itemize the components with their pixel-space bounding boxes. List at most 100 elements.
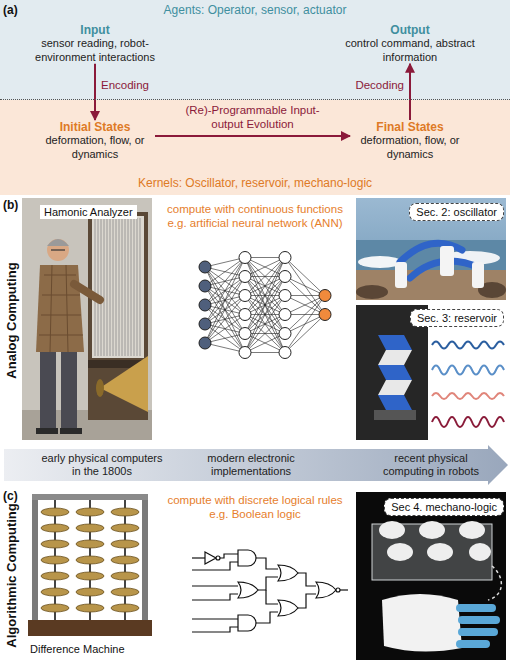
difference-engine-photo-part-part: [41, 572, 69, 580]
mechano-logic-photo-part-part: [456, 604, 496, 612]
network-connection: [245, 334, 285, 353]
harmonic-analyzer-photo: [22, 198, 152, 440]
node-body: sensor reading, robot-environment intera…: [20, 37, 170, 63]
difference-engine-photo-part-part: [41, 604, 69, 612]
label-holder: Difference Machine: [30, 643, 150, 655]
boolean-logic-circuit-part: [192, 585, 238, 586]
network-neuron: [319, 290, 331, 302]
harmonic-analyzer-photo-part: [39, 265, 83, 352]
difference-engine-photo-part-part: [76, 508, 104, 516]
difference-engine-photo-part-part: [41, 540, 69, 548]
difference-engine-photo-part: [142, 496, 148, 624]
edge-label: Decoding: [355, 79, 404, 93]
difference-engine-photo-part-part: [111, 524, 139, 532]
label-holder: Algorithmic Computing: [4, 490, 19, 660]
network-connection: [205, 267, 245, 353]
edge-label-holder: Decoding: [355, 79, 404, 93]
boolean-logic-circuit-part: [258, 577, 278, 590]
oscillator-robot-photo-part: [395, 262, 407, 288]
harmonic-analyzer-photo-part: [22, 198, 152, 440]
network-neuron: [239, 328, 251, 340]
label-holder: (b): [3, 198, 33, 212]
timeline-arrow: early physical computers in the 1800smod…: [0, 445, 510, 485]
network-connection: [245, 258, 285, 353]
label-holder: (a): [3, 3, 33, 17]
label-text: compute with continuous functions e.g. a…: [158, 203, 352, 231]
difference-engine-photo-part-part: [111, 556, 139, 564]
node-heading: Kernels: Oscillator, reservoir, mechano-…: [0, 176, 510, 190]
panel-bands: [0, 0, 510, 195]
network-neuron: [199, 318, 211, 330]
boolean-logic-circuit-part: [278, 565, 298, 581]
timeline-text: modern electronic implementations: [196, 452, 306, 477]
initial-states-block: Initial Statesdeformation, flow, or dyna…: [35, 120, 155, 161]
boolean-logic-circuit-part: [238, 582, 258, 598]
node-body: deformation, flow, or dynamics: [35, 134, 155, 160]
reservoir-signal-waves: [432, 342, 504, 428]
boolean-logic-circuit-part: [316, 582, 336, 598]
harmonic-analyzer-photo-part: [40, 352, 56, 430]
network-neuron: [279, 309, 291, 321]
network-connection: [205, 315, 245, 344]
mechano-logic-photo-part: [456, 604, 500, 648]
output-block: Outputcontrol command, abstract informat…: [345, 20, 475, 64]
reservoir-signal-waves-part: [432, 417, 504, 427]
reservoir-robot-photo-part: [378, 350, 412, 365]
boolean-logic-circuit-part: [192, 562, 238, 570]
node-heading: Agents: Operator, sensor, actuator: [0, 0, 510, 17]
boolean-logic-circuit-part: [256, 558, 278, 569]
boolean-logic-circuit-part: [205, 552, 216, 564]
boolean-logic-circuit-part: [216, 556, 220, 560]
mechano-logic-photo-part-part: [419, 521, 445, 539]
node-heading: Input: [20, 20, 170, 37]
reservoir-signal-waves-part: [432, 342, 504, 349]
mechano-logic-photo-part-part: [458, 616, 500, 624]
mechano-logic-photo-part-part: [459, 521, 485, 539]
difference-engine-photo-part-part: [76, 540, 104, 548]
agents-band: Agents: Operator, sensor, actuatorInputs…: [0, 0, 510, 100]
edge-label-holder: (Re)-Programmable Input-output Evolution: [178, 104, 328, 132]
node-body: control command, abstract information: [345, 37, 475, 63]
panel-letter: (b): [3, 198, 33, 212]
section-tag: Sec. 3: reservoir: [410, 309, 504, 327]
boolean-logic-circuit-part: [256, 612, 278, 623]
network-neuron: [279, 347, 291, 359]
mechano-logic-photo-part-part: [387, 543, 413, 561]
network-neuron: [239, 347, 251, 359]
network-connection: [205, 258, 245, 287]
network-connection: [285, 296, 325, 315]
network-neuron: [239, 271, 251, 283]
harmonic-analyzer-photo-part: [36, 428, 58, 434]
network-neuron: [279, 252, 291, 264]
boolean-logic-circuit-part: [218, 554, 238, 558]
boolean-logic-circuit-part: [298, 573, 316, 586]
reservoir-robot-photo-part: [374, 410, 416, 420]
boolean-logic-circuit-part: [266, 590, 278, 604]
section-tag: Sec 4. mechano-logic: [384, 498, 504, 516]
difference-engine-photo-part: [41, 508, 139, 612]
network-connection: [245, 258, 285, 353]
mechano-logic-photo: [356, 492, 506, 660]
harmonic-analyzer-photo-part: [96, 379, 104, 397]
flow-arrow: [94, 64, 96, 120]
reservoir-robot-photo-part: [378, 365, 412, 380]
label-text: compute with discrete logical rules e.g.…: [158, 494, 352, 522]
node-heading: Sec. 2: oscillator: [416, 206, 497, 218]
difference-engine-photo-part: [32, 494, 148, 500]
node-heading: Final States: [350, 120, 470, 134]
difference-engine-photo: [28, 494, 152, 636]
reservoir-robot-photo-part: [378, 380, 412, 395]
reservoir-signal-waves-part: [432, 393, 504, 399]
boolean-logic-circuit-part: [336, 588, 340, 592]
harmonic-analyzer-photo-part: [92, 216, 144, 358]
reservoir-signal-waves-part: [432, 366, 504, 375]
boolean-logic-circuit-part: [278, 600, 298, 616]
label-holder: Analog Computing: [4, 250, 19, 390]
network-connection: [245, 258, 285, 315]
network-neuron: [239, 252, 251, 264]
network-neuron: [319, 309, 331, 321]
harmonic-analyzer-photo-part: [47, 239, 69, 246]
network-connection: [205, 324, 245, 353]
panel-letter: (c): [3, 489, 33, 503]
